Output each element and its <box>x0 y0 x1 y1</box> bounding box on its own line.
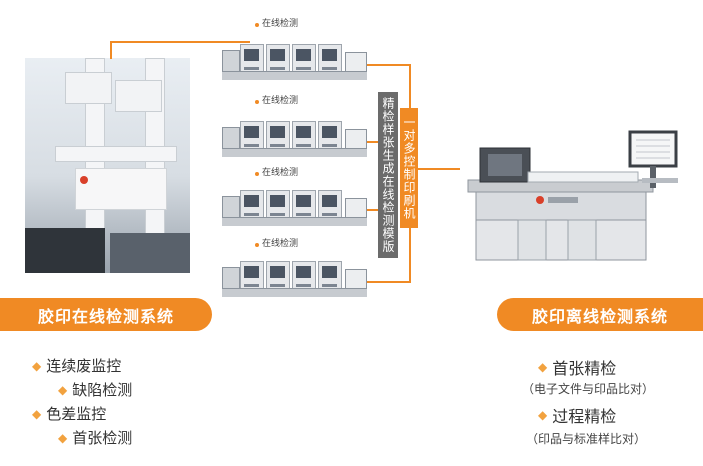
printing-press-icon <box>222 255 367 297</box>
feature-color-monitoring: ◆ 色差监控 <box>32 405 107 423</box>
tag-dot-icon <box>255 242 259 247</box>
printing-press-icon <box>222 38 367 80</box>
online-tag: 在线检测 <box>255 19 298 30</box>
diamond-bullet-icon: ◆ <box>32 406 42 421</box>
diamond-bullet-icon: ◆ <box>538 408 548 422</box>
printing-press-icon <box>222 115 367 157</box>
connector-line <box>409 228 411 283</box>
printing-press-icon <box>222 184 367 226</box>
connector-line <box>409 64 411 108</box>
feature-continuous-waste: ◆ 连续废监控 <box>32 357 122 375</box>
diamond-bullet-icon: ◆ <box>58 430 68 445</box>
feature-process-precise: ◆ 过程精检 <box>538 407 617 426</box>
connector-line <box>110 41 250 43</box>
diamond-bullet-icon: ◆ <box>32 358 42 373</box>
connector-line <box>366 209 378 211</box>
connector-line <box>110 41 112 59</box>
template-generation-label: 精检样张生成在线检测模版 <box>378 92 398 258</box>
diamond-bullet-icon: ◆ <box>58 382 68 397</box>
online-tag: 在线检测 <box>255 168 298 179</box>
feature-first-sheet-precise: ◆ 首张精检 <box>538 359 617 378</box>
connector-line <box>366 281 410 283</box>
tag-dot-icon <box>255 99 259 104</box>
feature-note: （印品与标准样比对） <box>526 432 647 446</box>
connector-line <box>366 141 378 143</box>
connector-line <box>418 168 460 170</box>
feature-defect-detection: ◆ 缺陷检测 <box>58 381 133 399</box>
feature-first-sheet: ◆ 首张检测 <box>58 429 133 447</box>
feature-note: （电子文件与印品比对） <box>522 382 655 396</box>
connector-line <box>366 64 410 66</box>
online-inspection-photo <box>25 58 190 273</box>
offline-system-title: 胶印离线检测系统 <box>497 298 703 331</box>
tag-dot-icon <box>255 22 259 27</box>
offline-inspection-machine <box>458 128 680 268</box>
tag-dot-icon <box>255 171 259 176</box>
online-system-title: 胶印在线检测系统 <box>0 298 212 331</box>
online-tag: 在线检测 <box>255 96 298 107</box>
one-to-many-control-label: 一对多控制印刷机 <box>400 108 418 228</box>
online-tag: 在线检测 <box>255 239 298 250</box>
diamond-bullet-icon: ◆ <box>538 360 548 374</box>
